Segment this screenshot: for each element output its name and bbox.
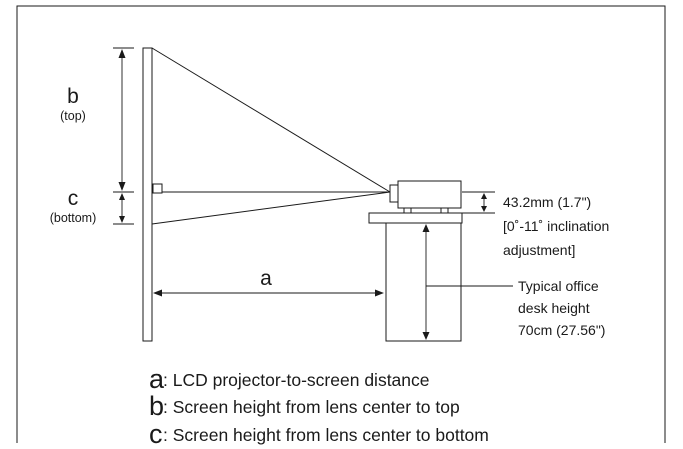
b-sublabel: (top): [60, 109, 86, 123]
c-arrow-up: [119, 193, 125, 200]
projection-screen: [142, 47, 153, 342]
desk-arrow-down: [422, 332, 430, 340]
b-label: b: [67, 85, 79, 108]
lens-arrow-down: [481, 206, 487, 212]
lens-arrow-up: [481, 193, 487, 199]
legend-c-letter: c: [149, 419, 163, 449]
right-angle-marker: [152, 183, 163, 194]
lens-note-line-3: adjustment]: [503, 242, 575, 258]
b-arrow-down: [118, 182, 126, 191]
projection-ray-bottom: [151, 191, 391, 225]
projection-ray-top: [151, 47, 391, 193]
desk-note-line-1: Typical office: [518, 278, 599, 294]
desk-note-line-3: 70cm (27.56"): [518, 322, 605, 338]
legend-a-text: : LCD projector-to-screen distance: [163, 370, 430, 390]
legend-c-text: : Screen height from lens center to bott…: [163, 425, 489, 445]
c-sublabel: (bottom): [50, 211, 97, 225]
a-arrow-left: [153, 289, 162, 297]
desk-top: [368, 212, 463, 224]
frame-border: [16, 5, 666, 443]
a-arrow-right: [375, 289, 384, 297]
desk-arrow-up: [422, 224, 430, 232]
lens-note-line-2: [0˚-11˚ inclination: [503, 218, 609, 234]
c-label: c: [68, 187, 79, 210]
desk-body: [385, 222, 462, 342]
b-arrow-up: [118, 49, 126, 58]
legend-a-letter: a: [149, 364, 165, 394]
a-label: a: [260, 267, 272, 290]
legend-b-letter: b: [149, 391, 164, 421]
c-arrow-down: [119, 216, 125, 223]
lens-note-line-1: 43.2mm (1.7"): [503, 194, 591, 210]
legend-b-text: : Screen height from lens center to top: [163, 397, 460, 417]
desk-note-line-2: desk height: [518, 300, 590, 316]
projector-icon: [389, 180, 462, 214]
legend: a : LCD projector-to-screen distance b :…: [149, 364, 489, 449]
